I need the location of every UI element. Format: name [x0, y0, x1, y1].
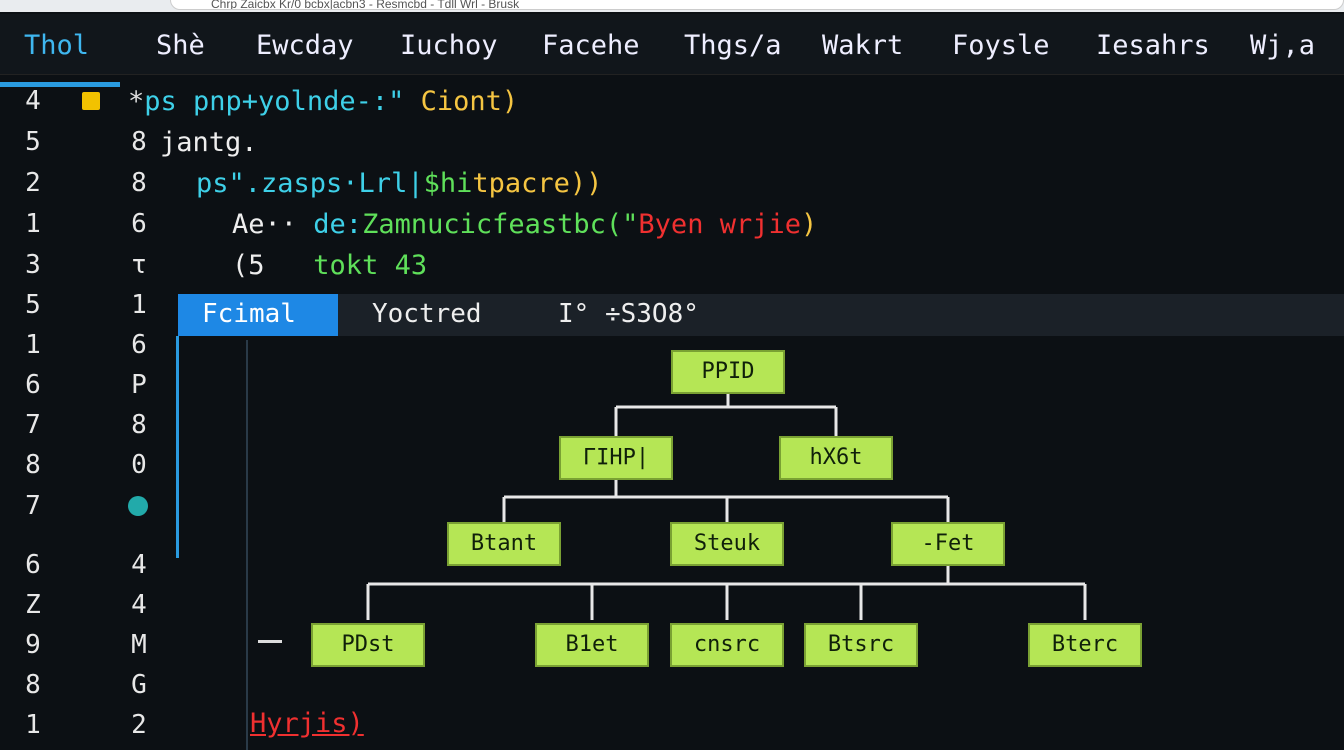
tree-node[interactable]: B1et: [535, 623, 649, 667]
line-number: M: [131, 630, 147, 660]
menu-item[interactable]: Facehe: [542, 30, 640, 61]
tab-formal[interactable]: Fcimal: [178, 294, 338, 336]
menu-item[interactable]: Wj,a: [1250, 30, 1316, 61]
line-number: 4: [131, 590, 147, 620]
menu-item[interactable]: Iesahrs: [1096, 30, 1210, 61]
menu-item[interactable]: Thol: [24, 30, 90, 61]
menu-item[interactable]: Iuchoy: [400, 30, 498, 61]
code-line: jantg.: [160, 127, 258, 158]
tree-node[interactable]: ΓΙΗΡ|: [559, 436, 673, 480]
tree-node[interactable]: -Fet: [891, 522, 1005, 566]
line-number: 2: [131, 710, 147, 740]
line-number: 1: [25, 330, 41, 360]
line-number: 1: [25, 710, 41, 740]
active-menu-indicator: [0, 82, 120, 87]
tab-yoctred[interactable]: Yoctred: [372, 299, 482, 329]
line-number: 5: [25, 127, 41, 157]
code-line: ps".zasps·Lrl|$hitpacre)): [196, 168, 603, 199]
menu-item[interactable]: Ewcday: [256, 30, 354, 61]
code-line: Hyrjis): [250, 708, 364, 739]
line-number: 8: [131, 127, 147, 157]
line-number: 8: [131, 410, 147, 440]
tree-node-root[interactable]: PPID: [671, 350, 785, 394]
tree-node[interactable]: Bterc: [1028, 623, 1142, 667]
line-number: G: [131, 670, 147, 700]
line-number: 8: [131, 168, 147, 198]
line-number: 6: [25, 550, 41, 580]
code-line: Ae·· de:Zamnucicfeastbc("Byen wrjie): [232, 209, 818, 240]
tree-node[interactable]: Steuk: [670, 522, 784, 566]
tab-other[interactable]: I° ÷S3O8°: [558, 299, 699, 329]
line-number: 1: [131, 290, 147, 320]
line-number: 6: [131, 209, 147, 239]
line-number: 7: [25, 410, 41, 440]
indent-guide: [246, 340, 248, 750]
tree-node[interactable]: Btsrc: [804, 623, 918, 667]
bookmark-icon[interactable]: [82, 92, 100, 110]
fold-marker[interactable]: [258, 640, 282, 643]
code-line: *ps pnp+yolnde-:" Ciont): [128, 86, 519, 117]
line-number: 6: [25, 370, 41, 400]
panel-border: [176, 336, 179, 558]
menu-bar: Thol Shè Ewcday Iuchoy Facehe Thgs/a Wak…: [0, 14, 1344, 87]
line-number: P: [131, 370, 147, 400]
tree-node[interactable]: Btant: [447, 522, 561, 566]
line-number: 4: [131, 550, 147, 580]
breakpoint-icon[interactable]: [128, 496, 148, 516]
tree-node[interactable]: PDst: [311, 623, 425, 667]
line-number: 9: [25, 630, 41, 660]
menu-item[interactable]: Wakrt: [822, 30, 904, 61]
line-number: 0: [131, 450, 147, 480]
menu-item[interactable]: Thgs/a: [684, 30, 782, 61]
code-line: (5 tokt 43: [232, 250, 428, 281]
menu-item[interactable]: Shè: [156, 30, 205, 61]
menu-item[interactable]: Foysle: [952, 30, 1050, 61]
line-number: 1: [25, 209, 41, 239]
line-number: 7: [25, 491, 41, 521]
tree-node[interactable]: hX6t: [779, 436, 893, 480]
line-number: 8: [25, 450, 41, 480]
line-number: 2: [25, 168, 41, 198]
line-number: Z: [25, 590, 41, 620]
line-number: 5: [25, 290, 41, 320]
line-number: 6: [131, 330, 147, 360]
line-number: 8: [25, 670, 41, 700]
panel-tabs: Fcimal Yoctred I° ÷S3O8°: [178, 294, 1344, 336]
line-number: 3: [25, 250, 41, 280]
line-number: 4: [25, 86, 41, 116]
line-number: τ: [131, 250, 147, 280]
tree-node[interactable]: cnsrc: [670, 623, 784, 667]
